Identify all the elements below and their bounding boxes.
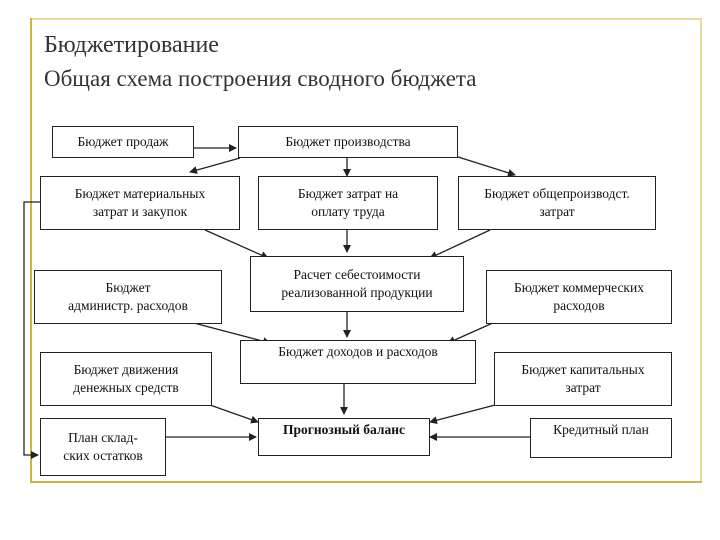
arrow-materials-to-cost — [204, 229, 269, 259]
arrow-materials-to-inventory — [23, 201, 40, 459]
box-cashflow-budget: Бюджет движения денежных средств — [40, 352, 212, 406]
box-sales-budget: Бюджет продаж — [52, 126, 194, 158]
top-rule — [30, 18, 702, 20]
box-income-expense-budget: Бюджет доходов и расходов — [240, 340, 476, 384]
bottom-accent-rule — [30, 481, 702, 483]
box-forecast-balance: Прогнозный баланс — [258, 418, 430, 456]
right-rule — [700, 18, 702, 483]
box-cost-calculation: Расчет себестоимости реализованной проду… — [250, 256, 464, 312]
arrow-commercial-to-income — [447, 321, 496, 344]
arrow-cashflow-to-balance — [209, 404, 259, 424]
box-inventory-plan: План склад- ских остатков — [40, 418, 166, 476]
arrow-capital-to-balance — [429, 404, 496, 425]
slide-title: Бюджетирование — [44, 32, 219, 58]
box-credit-plan: Кредитный план — [530, 418, 672, 458]
box-overhead-budget: Бюджет общепроизводст. затрат — [458, 176, 656, 230]
arrow-overhead-to-cost — [429, 229, 491, 259]
box-admin-budget: Бюджет администр. расходов — [34, 270, 222, 324]
box-commercial-budget: Бюджет коммерческих расходов — [486, 270, 672, 324]
arrow-production-to-overhead — [454, 155, 516, 177]
box-capital-budget: Бюджет капитальных затрат — [494, 352, 672, 406]
arrow-production-to-materials — [189, 157, 241, 174]
slide-subtitle: Общая схема построения сводного бюджета — [44, 66, 477, 91]
box-labor-budget: Бюджет затрат на оплату труда — [258, 176, 438, 230]
box-production-budget: Бюджет производства — [238, 126, 458, 158]
box-materials-budget: Бюджет материальных затрат и закупок — [40, 176, 240, 230]
arrow-admin-to-income — [189, 321, 271, 346]
left-accent-rule — [30, 18, 32, 483]
